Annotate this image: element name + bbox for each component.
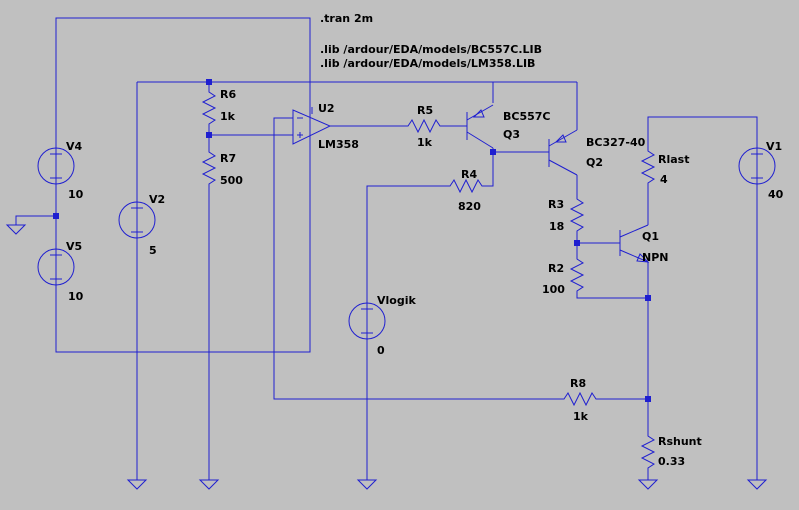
junction-dot [645, 396, 651, 402]
voltage-source-v4[interactable] [37, 147, 75, 185]
label-r4-name: R4 [461, 168, 477, 181]
label-rshunt-name: Rshunt [658, 435, 702, 448]
label-q3-name: Q3 [503, 128, 520, 141]
ground-symbol [126, 479, 148, 490]
voltage-source-v1[interactable] [738, 147, 776, 185]
directive-lib2[interactable]: .lib /ardour/EDA/models/LM358.LIB [320, 57, 535, 70]
label-vlogik-value: 0 [377, 344, 385, 357]
label-v2-name: V2 [149, 193, 165, 206]
wire-feedback [273, 117, 648, 400]
label-r7-name: R7 [220, 152, 236, 165]
wire-load-loop [647, 116, 758, 480]
resistor-r6[interactable] [201, 88, 217, 128]
label-rlast-value: 4 [660, 173, 668, 186]
label-r5-name: R5 [417, 104, 433, 117]
label-r8-name: R8 [570, 377, 586, 390]
resistor-r7[interactable] [201, 146, 217, 190]
transistor-q1[interactable] [619, 224, 650, 263]
resistor-r4[interactable] [446, 178, 486, 194]
opamp-u2[interactable] [292, 107, 332, 145]
label-r5-value: 1k [417, 136, 433, 149]
junction-dot [206, 132, 212, 138]
label-r6-value: 1k [220, 110, 236, 123]
label-q1-value: NPN [642, 251, 668, 264]
label-q1-name: Q1 [642, 230, 659, 243]
label-v2-value: 5 [149, 244, 157, 257]
label-v1-name: V1 [766, 140, 782, 153]
ground-symbol [198, 479, 220, 490]
wire-q2-collector [576, 175, 648, 299]
label-q3-value: BC557C [503, 110, 551, 123]
voltage-source-vlogik[interactable] [348, 302, 386, 340]
junction-dot [206, 79, 212, 85]
label-vlogik-name: Vlogik [377, 294, 416, 307]
label-r2-value: 100 [542, 283, 565, 296]
resistor-r8[interactable] [560, 391, 600, 407]
resistor-rlast[interactable] [640, 147, 656, 187]
resistor-r5[interactable] [404, 118, 444, 134]
resistor-r3[interactable] [569, 195, 585, 235]
wire-ground-tap [15, 215, 56, 225]
label-r8-value: 1k [573, 410, 589, 423]
resistor-rshunt[interactable] [640, 432, 656, 472]
label-r2-name: R2 [548, 262, 564, 275]
label-u2-value: LM358 [318, 138, 359, 151]
label-v4-name: V4 [66, 140, 83, 153]
label-rshunt-value: 0.33 [658, 455, 685, 468]
transistor-q2[interactable] [548, 129, 578, 176]
directive-lib1[interactable]: .lib /ardour/EDA/models/BC557C.LIB [320, 43, 542, 56]
label-q2-value: BC327-40 [586, 136, 646, 149]
junction-dot [53, 213, 59, 219]
voltage-source-v2[interactable] [118, 201, 156, 239]
label-v4-value: 10 [68, 188, 84, 201]
wires [15, 17, 758, 480]
transistor-q3[interactable] [466, 104, 494, 149]
ground-symbol [356, 479, 378, 490]
label-rlast-name: Rlast [658, 153, 689, 166]
label-r6-name: R6 [220, 88, 236, 101]
junction-dot [490, 149, 496, 155]
label-v5-value: 10 [68, 290, 84, 303]
label-u2-name: U2 [318, 102, 335, 115]
label-r7-value: 500 [220, 174, 243, 187]
wire-q3-collector [492, 148, 549, 153]
label-q2-name: Q2 [586, 156, 603, 169]
label-r3-name: R3 [548, 198, 564, 211]
label-v5-name: V5 [66, 240, 82, 253]
ground-symbol [5, 224, 27, 235]
voltage-source-v5[interactable] [37, 248, 75, 286]
label-v1-value: 40 [768, 188, 784, 201]
resistor-r2[interactable] [569, 255, 585, 295]
grounds [5, 224, 768, 490]
label-r4-value: 820 [458, 200, 481, 213]
ground-symbol [746, 479, 768, 490]
directive-tran[interactable]: .tran 2m [320, 12, 373, 25]
wire-v4-loop [55, 17, 311, 353]
junction-dot [645, 295, 651, 301]
ground-symbol [637, 479, 659, 490]
label-r3-value: 18 [549, 220, 564, 233]
junction-dot [574, 240, 580, 246]
junctions [53, 79, 651, 402]
